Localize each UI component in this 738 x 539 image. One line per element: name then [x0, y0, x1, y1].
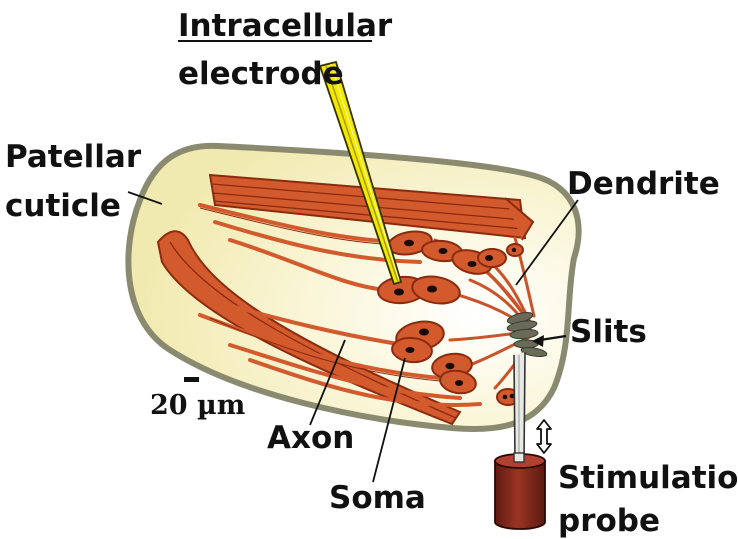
electrode-label-line1: Intracellular: [178, 8, 393, 44]
scale-bar-label: 20 µm: [150, 390, 245, 421]
slits-label: Slits: [570, 314, 647, 350]
double-arrow-icon: [537, 420, 551, 453]
scale-bar: [184, 377, 199, 382]
axon-label: Axon: [267, 420, 354, 456]
soma: [478, 249, 506, 267]
stimulation-probe: [495, 453, 545, 529]
stimulation-probe-rod: [514, 352, 525, 462]
stimulation-probe-label-line1: Stimulation: [558, 460, 738, 496]
stimulation-probe-label-line2: probe: [558, 503, 660, 539]
dendrite-label: Dendrite: [567, 166, 720, 202]
soma-label: Soma: [329, 480, 426, 516]
patellar-cuticle-label-line1: Patellar: [5, 139, 142, 175]
patellar-cuticle-label-line2: cuticle: [5, 188, 121, 224]
soma: [507, 244, 523, 256]
electrode-label-line2: electrode: [178, 56, 344, 92]
